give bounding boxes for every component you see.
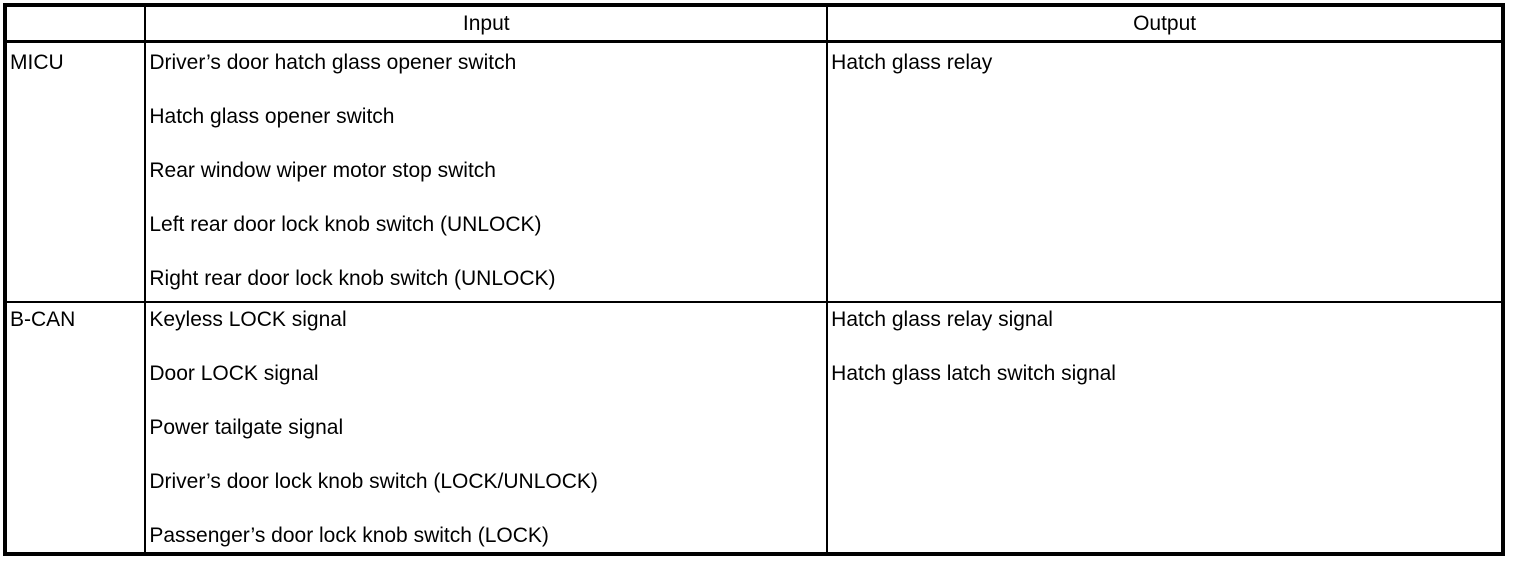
- input-item: Hatch glass opener switch: [149, 105, 395, 128]
- output-item: Hatch glass latch switch signal: [831, 362, 1116, 385]
- table-row-micu: MICU Driver’s door hatch glass opener sw…: [5, 41, 1503, 303]
- row-label: B-CAN: [10, 308, 76, 331]
- input-item: Keyless LOCK signal: [149, 308, 347, 331]
- input-item: Power tailgate signal: [149, 416, 344, 439]
- header-row: Input Output: [5, 5, 1503, 43]
- input-item: Door LOCK signal: [149, 362, 319, 385]
- input-item: Rear window wiper motor stop switch: [149, 159, 496, 182]
- micu-input-cell: Driver’s door hatch glass opener switch …: [144, 41, 828, 303]
- table-row-bcan: B-CAN Keyless LOCK signal Door LOCK sign…: [5, 302, 1503, 554]
- header-input: Input: [144, 5, 828, 43]
- output-item: Hatch glass relay signal: [831, 308, 1053, 331]
- input-item: Passenger’s door lock knob switch (LOCK): [149, 524, 549, 547]
- bcan-output-cell: Hatch glass relay signal Hatch glass lat…: [826, 302, 1503, 554]
- output-item: Hatch glass relay: [831, 51, 993, 74]
- io-signal-table: Input Output MICU Driver’s door hatch gl…: [3, 3, 1505, 556]
- input-item: Right rear door lock knob switch (UNLOCK…: [149, 267, 556, 290]
- row-label-cell: MICU: [5, 41, 146, 303]
- row-label: MICU: [10, 51, 64, 74]
- header-output: Output: [826, 5, 1503, 43]
- row-label-cell: B-CAN: [5, 302, 145, 554]
- input-item: Left rear door lock knob switch (UNLOCK): [149, 213, 542, 236]
- input-item: Driver’s door lock knob switch (LOCK/UNL…: [149, 470, 598, 493]
- micu-output-cell: Hatch glass relay: [826, 41, 1503, 303]
- input-item: Driver’s door hatch glass opener switch: [149, 51, 517, 74]
- document-page: Input Output MICU Driver’s door hatch gl…: [0, 3, 1520, 564]
- header-source-cell: [5, 5, 146, 43]
- bcan-input-cell: Keyless LOCK signal Door LOCK signal Pow…: [144, 302, 828, 554]
